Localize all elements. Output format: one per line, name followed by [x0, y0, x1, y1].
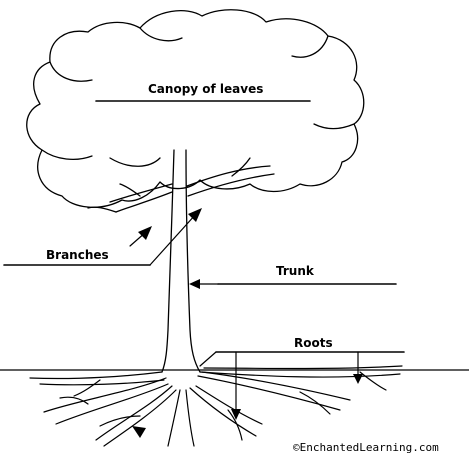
roots-label: Roots: [294, 336, 333, 350]
trunk-label: Trunk: [276, 264, 314, 278]
canopy-contour-right: [292, 36, 328, 57]
branch-left-upper: [110, 184, 172, 202]
branch-left-fork: [88, 207, 116, 212]
copyright-text: ©EnchantedLearning.com: [293, 441, 439, 454]
trunk-left-edge: [162, 150, 174, 372]
roots-pointer-left: [200, 352, 216, 366]
arrowhead-trunk: [189, 279, 200, 289]
branch-left-lower: [116, 192, 172, 212]
branches-pointer-right: [150, 214, 196, 265]
branch-right-spur: [232, 158, 250, 176]
arrowhead-roots-lower-left: [132, 426, 146, 438]
roots: [30, 366, 402, 446]
canopy-contour-left: [50, 62, 92, 81]
branches-label: Branches: [46, 248, 109, 262]
canopy-label: Canopy of leaves: [148, 82, 263, 96]
branch-right-lower: [188, 174, 274, 196]
canopy-contour-lower-left: [42, 150, 92, 159]
canopy-outline: [27, 10, 364, 207]
arrowhead-roots-right: [353, 374, 363, 384]
arrowhead-roots-center: [231, 409, 241, 420]
canopy-contour-mid: [140, 28, 182, 41]
arrowheads: [132, 208, 363, 438]
branch-left-spur: [120, 184, 140, 196]
canopy-contour-lower-right: [314, 124, 354, 129]
canopy-contour-bottom: [110, 158, 160, 166]
